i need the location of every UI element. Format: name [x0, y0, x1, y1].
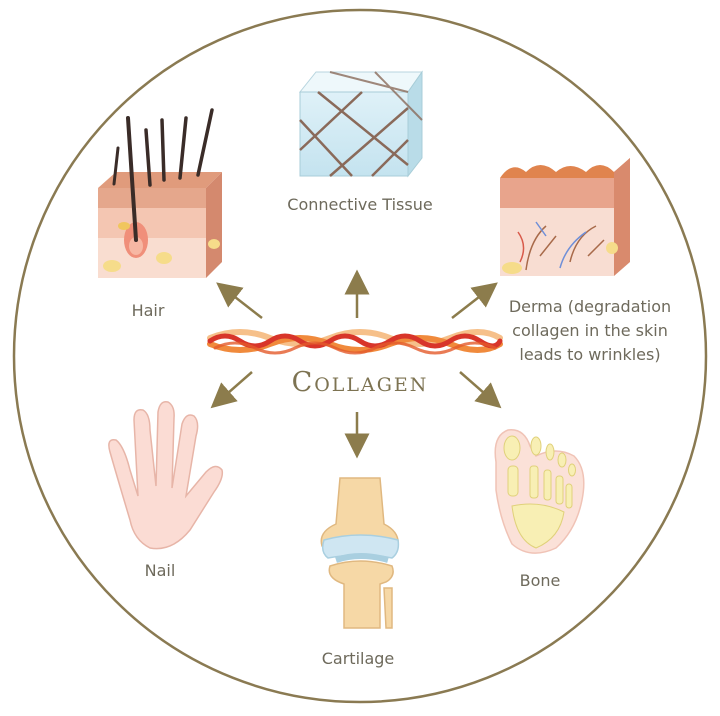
arrow-nail: [210, 371, 253, 409]
outer-circle: [12, 8, 708, 704]
label-bone: Bone: [519, 571, 561, 590]
arrows: [210, 269, 502, 459]
label-derma-line2: collagen in the skin: [512, 321, 668, 340]
arrow-hair: [216, 282, 263, 319]
arrow-derma: [451, 282, 498, 319]
collagen-fiber-icon: [207, 329, 503, 355]
hair-skin-icon: [98, 108, 222, 278]
label-derma-line3: leads to wrinkles): [519, 345, 661, 364]
label-connective-tissue: Connective Tissue: [287, 195, 433, 214]
label-cartilage: Cartilage: [321, 649, 395, 668]
label-hair: Hair: [131, 301, 165, 320]
collagen-title: Collagen: [291, 367, 429, 398]
foot-bone-icon: [494, 429, 585, 554]
derma-skin-icon: [500, 158, 630, 276]
arrow-bone: [459, 371, 502, 409]
connective-tissue-icon: [298, 70, 423, 178]
knee-cartilage-icon: [320, 477, 400, 629]
hand-nail-icon: [108, 400, 224, 550]
label-nail: Nail: [144, 561, 176, 580]
label-derma-line1: Derma (degradation: [508, 297, 672, 316]
